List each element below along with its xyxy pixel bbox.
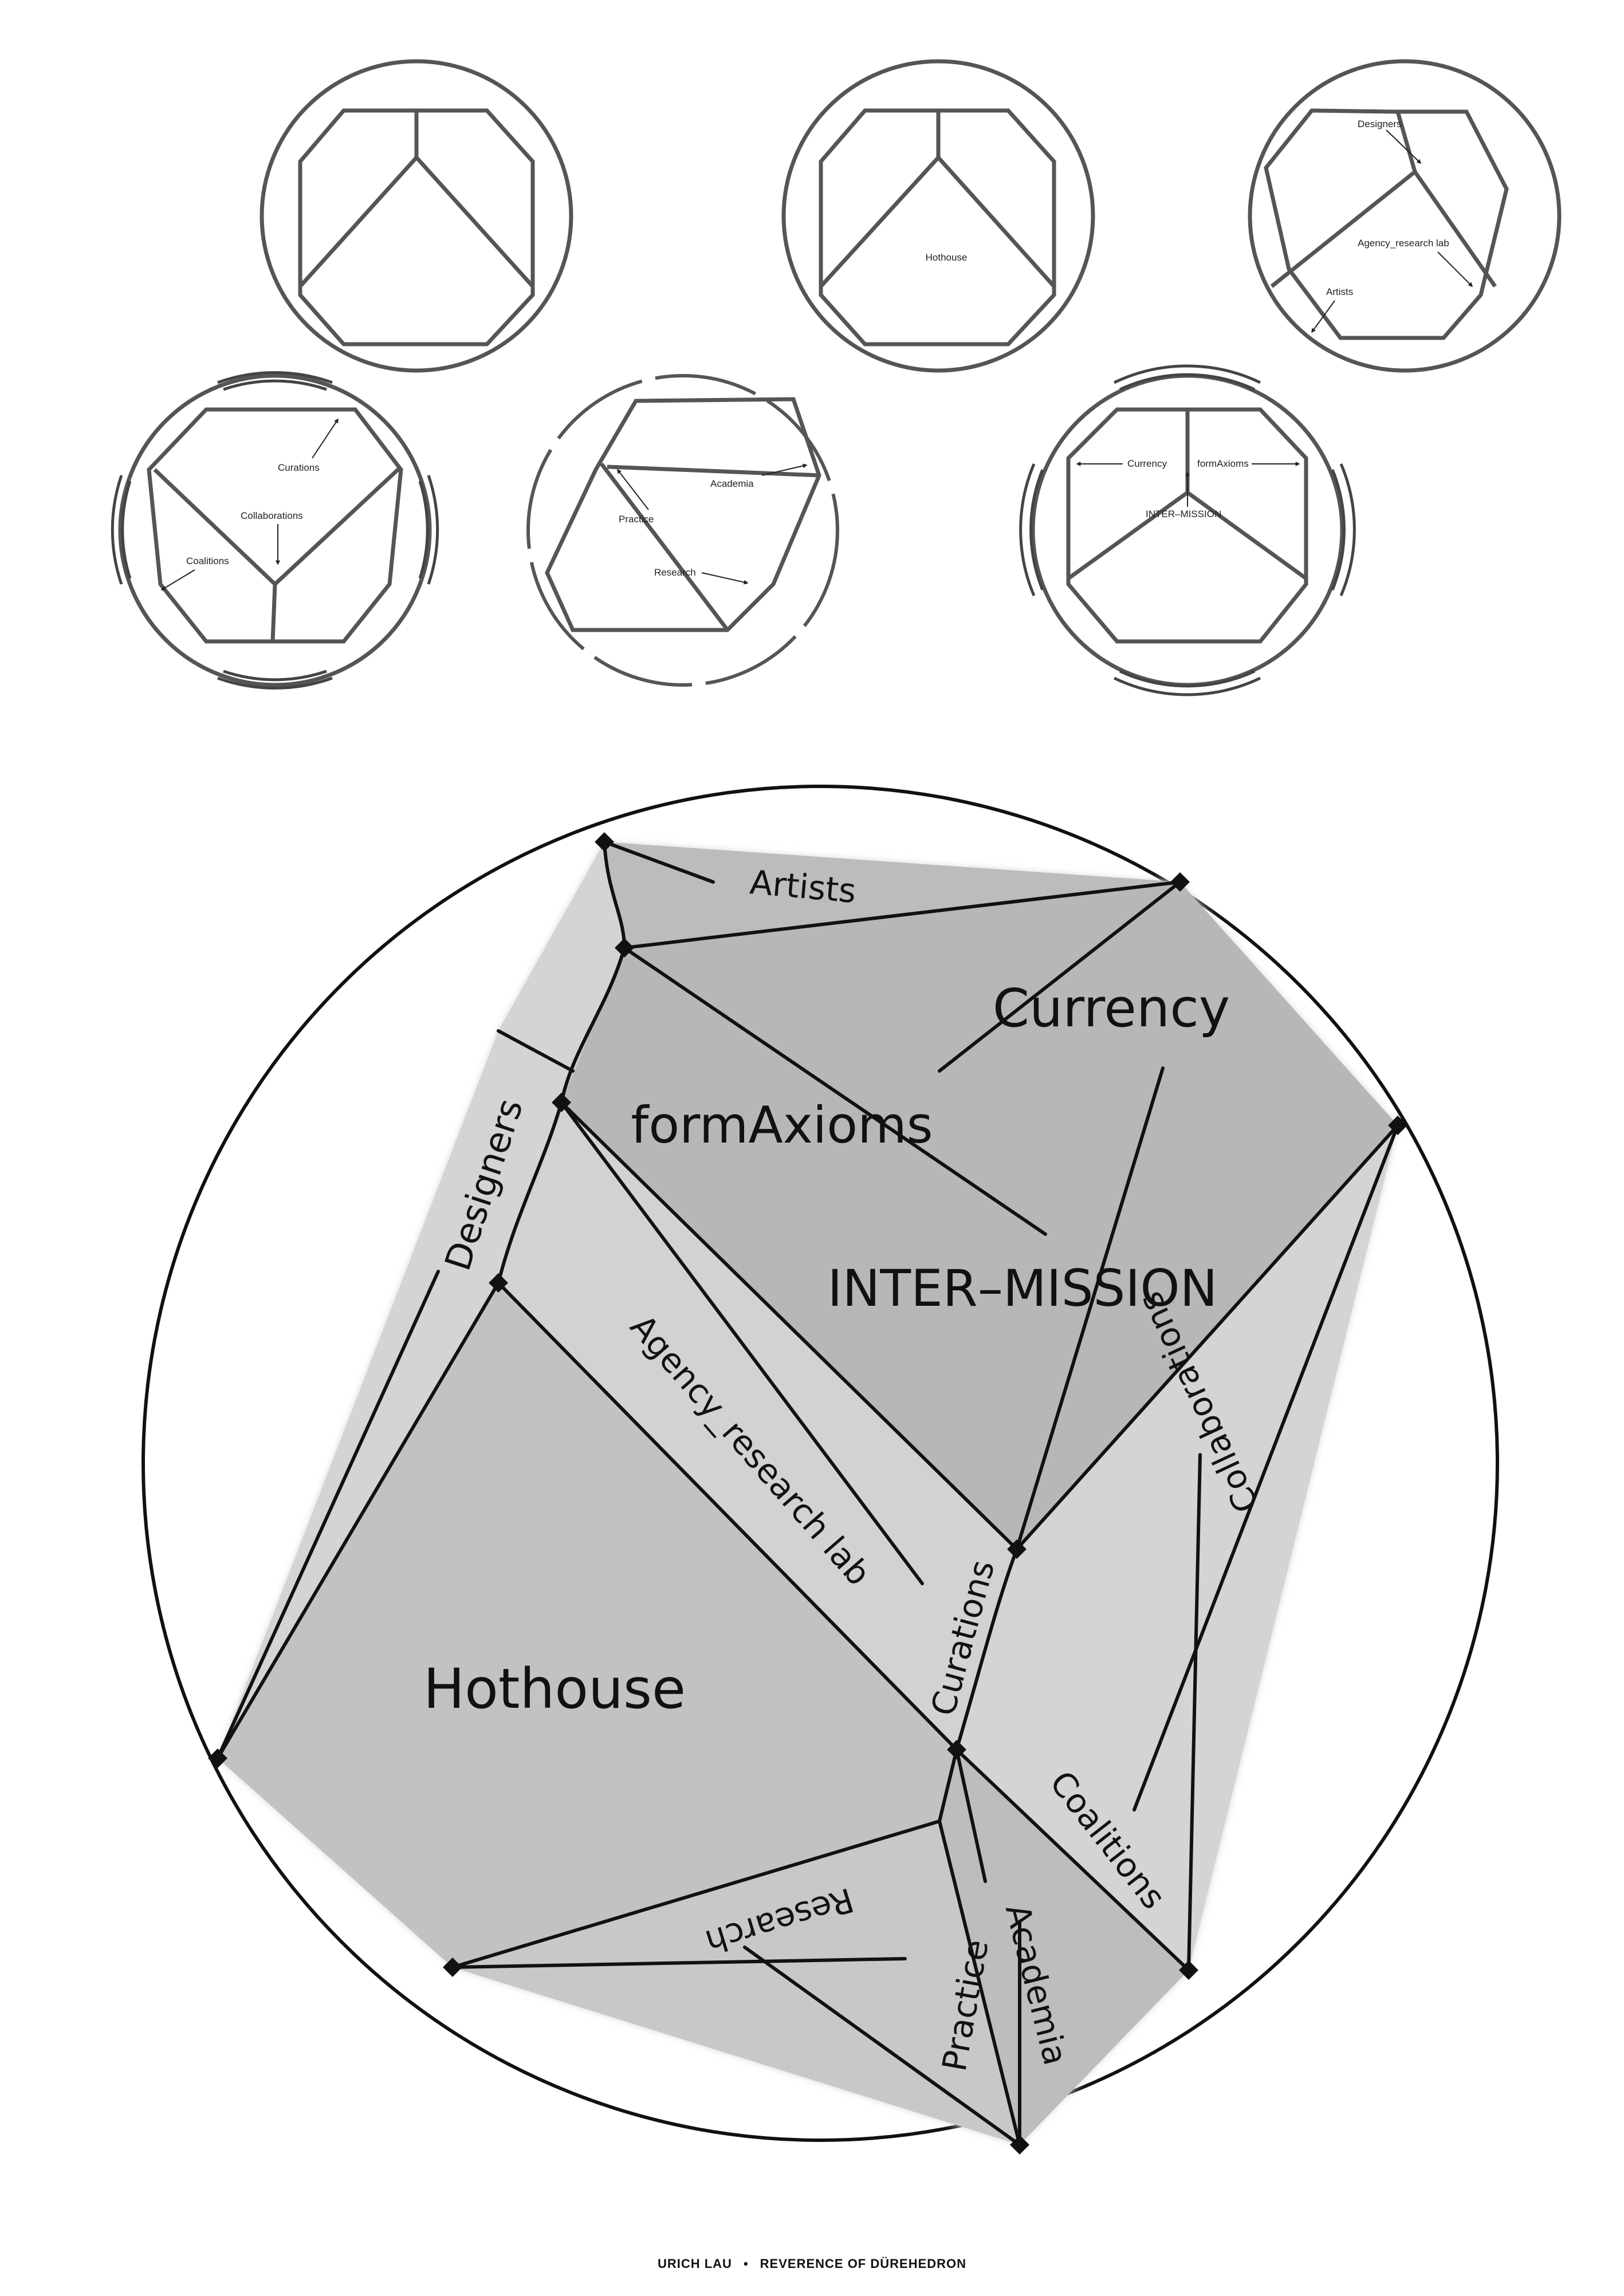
footer-credit: URICH LAU • REVERENCE OF DÜREHEDRON xyxy=(0,2256,1624,2271)
thumbnail-hothouse: Hothouse xyxy=(781,59,1095,373)
footer-author: URICH LAU xyxy=(657,2256,732,2271)
thumb-label-research: Research xyxy=(654,567,696,578)
label-artists: Artists xyxy=(748,863,858,911)
face-academia xyxy=(939,1750,1189,2145)
footer-title: REVERENCE OF DÜREHEDRON xyxy=(760,2256,967,2271)
label-currency: Currency xyxy=(993,978,1230,1039)
main-outer-circle xyxy=(141,785,1499,2142)
thumbnail-designers-artists: Designers Agency_research lab Artists xyxy=(1248,59,1562,373)
face-artists xyxy=(604,842,1180,948)
thumbnail-currency-formaxioms: Currency formAxioms INTER–MISSION xyxy=(1019,364,1356,696)
thumb-label-artists: Artists xyxy=(1326,286,1353,297)
thumbnail-plain xyxy=(259,59,573,373)
thumbnail-academia-practice-research: Academia Practice Research xyxy=(526,374,839,687)
thumb-label-currency: Currency xyxy=(1127,458,1167,469)
thumb-label-formaxioms: formAxioms xyxy=(1197,458,1249,469)
thumb-label-designers: Designers xyxy=(1358,119,1402,129)
thumb-label-practice: Practice xyxy=(619,514,654,525)
face-light-left xyxy=(218,842,624,1758)
thumb-label-academia: Academia xyxy=(710,478,754,489)
thumb-label-agency-research-lab: Agency_research lab xyxy=(1358,238,1449,249)
face-hothouse xyxy=(218,1283,957,1967)
label-formaxioms: formAxioms xyxy=(631,1096,933,1155)
thumbnail-curations-coalitions: Curations Collaborations Coalitions xyxy=(111,371,439,690)
thumb-label-inter-mission: INTER–MISSION xyxy=(1146,509,1221,519)
thumb-label-curations: Curations xyxy=(278,462,320,473)
label-inter-mission: INTER–MISSION xyxy=(828,1259,1218,1318)
thumb-label-coalitions: Coalitions xyxy=(186,556,229,566)
diagram-edges xyxy=(216,840,1399,2147)
face-light-right xyxy=(957,1125,1398,1970)
main-durehedron-diagram: Artists Currency formAxioms INTER–MISSIO… xyxy=(141,785,1499,2155)
footer-separator: • xyxy=(743,2256,749,2271)
thumb-label-hothouse: Hothouse xyxy=(926,252,968,263)
diagram-vertices xyxy=(208,832,1407,2155)
face-research xyxy=(453,1821,1020,2145)
face-light-center xyxy=(498,1102,1017,1750)
label-hothouse: Hothouse xyxy=(423,1657,686,1721)
thumb-label-collaborations: Collaborations xyxy=(241,510,303,521)
